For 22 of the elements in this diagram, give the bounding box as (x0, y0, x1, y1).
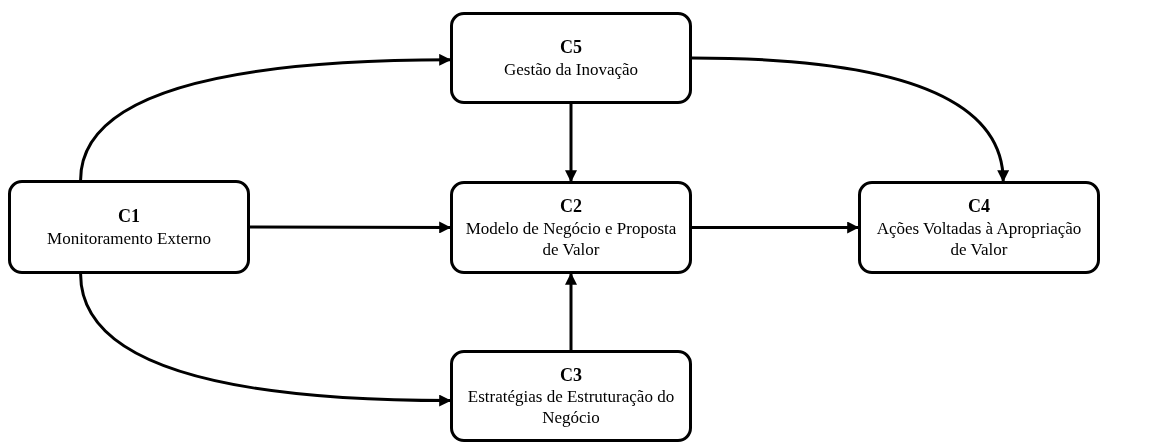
arrow (691, 56, 1008, 183)
process-box (858, 181, 1100, 274)
process-box (8, 180, 250, 274)
arrow (79, 273, 452, 407)
box-heading: C1 (118, 205, 140, 228)
arrow (565, 104, 577, 183)
box-heading: C3 (560, 363, 582, 386)
box-heading: C5 (560, 36, 582, 59)
box-heading: C2 (560, 195, 582, 218)
box-text: Modelo de Negócio e Proposta de Valor (464, 217, 678, 260)
arrow (79, 54, 452, 181)
box-text: Estratégias de Estruturação do Negócio (466, 386, 676, 429)
box-heading: C4 (968, 195, 990, 218)
box-text: Gestão da Inovação (503, 58, 639, 80)
box-text: Ações Voltadas à Apropriação de Valor (875, 217, 1083, 260)
arrow (692, 221, 860, 234)
process-box (450, 181, 692, 274)
box-text: Monitoramento Externo (47, 227, 211, 249)
arrow (250, 221, 452, 234)
arrow (565, 272, 577, 350)
process-box (450, 12, 692, 104)
process-box (450, 350, 692, 442)
